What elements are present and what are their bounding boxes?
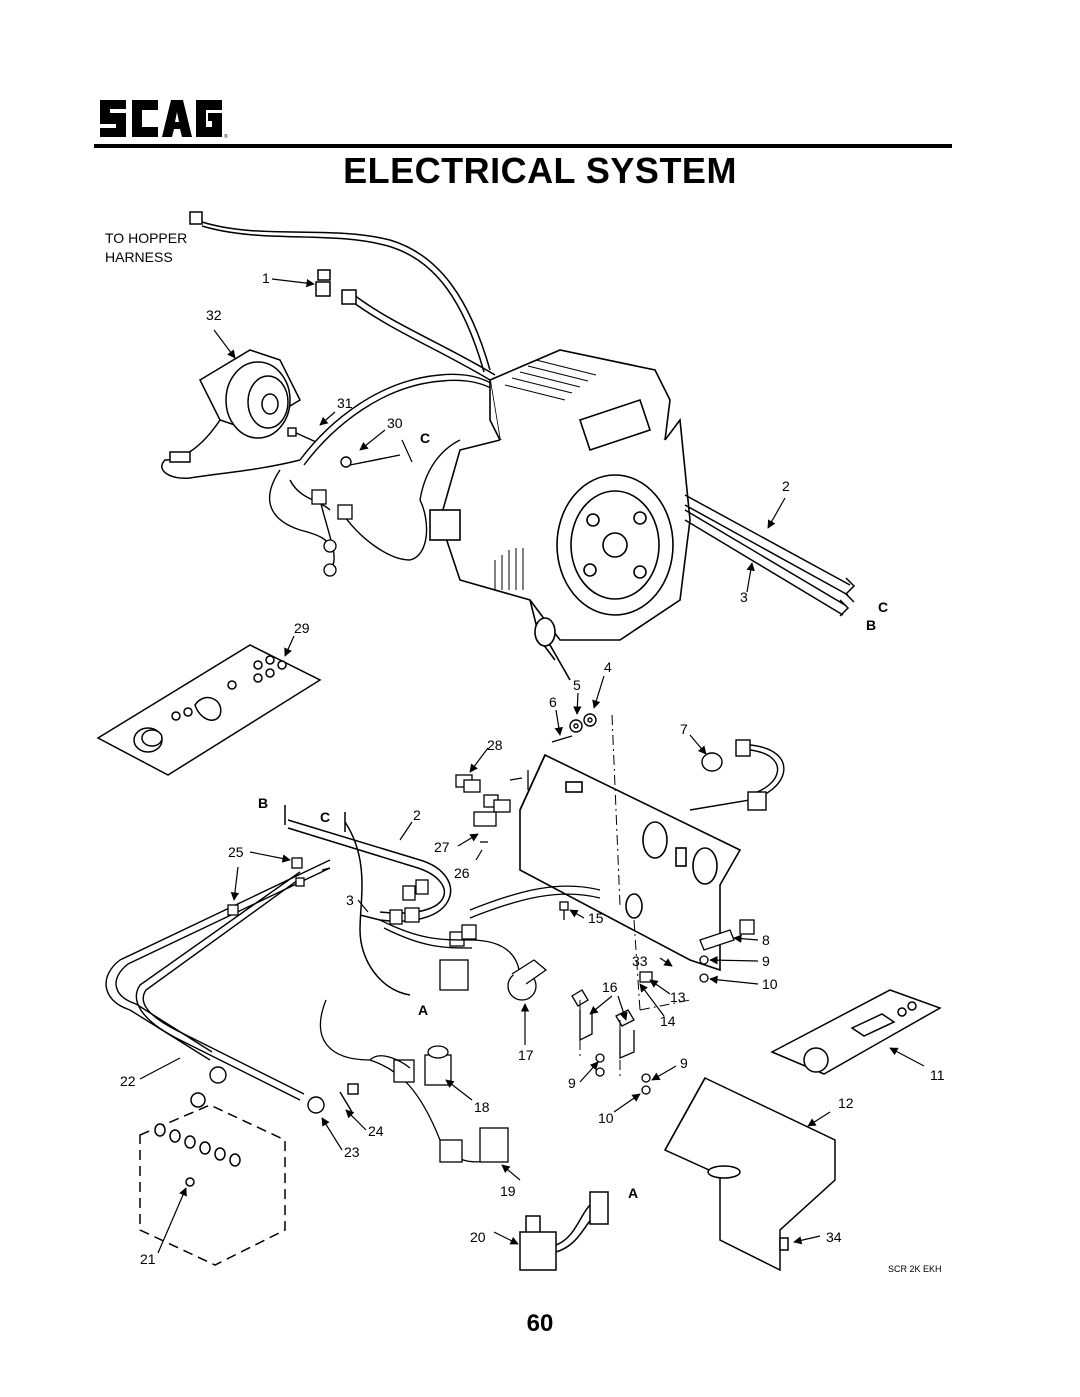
connector-cluster xyxy=(389,879,477,991)
callout: 34 xyxy=(826,1229,842,1245)
frame-rails-right xyxy=(684,494,856,617)
callout: 30 xyxy=(387,415,403,431)
callout: 29 xyxy=(294,620,310,636)
hopper-label-1: TO HOPPER xyxy=(105,230,187,246)
part-11-panel xyxy=(770,989,942,1075)
callout: 16 xyxy=(602,979,618,995)
callout: 24 xyxy=(368,1123,384,1139)
callout: A xyxy=(628,1185,638,1201)
part-25-clamps xyxy=(227,857,305,916)
callout: 1 xyxy=(262,270,270,286)
part-32-pto-clutch xyxy=(161,349,301,479)
callout: 10 xyxy=(598,1110,614,1126)
part-17-key-switch xyxy=(507,959,653,1001)
drawing-code: SCR 2K EKH xyxy=(888,1264,942,1274)
callout: 9 xyxy=(568,1075,576,1091)
callout: 14 xyxy=(660,1013,676,1029)
part-30-cable xyxy=(340,454,401,468)
callout: 9 xyxy=(762,953,770,969)
battery-cables xyxy=(105,859,331,1114)
part-24-bolt xyxy=(339,1083,359,1113)
part-15-screw xyxy=(559,901,569,920)
part-20-module xyxy=(519,1191,609,1271)
main-wire-harness xyxy=(269,373,503,571)
page-title: ELECTRICAL SYSTEM xyxy=(343,150,737,191)
dash-panel xyxy=(519,753,742,972)
callout: 20 xyxy=(470,1229,486,1245)
callout: 4 xyxy=(604,659,612,675)
callout: 3 xyxy=(346,892,354,908)
callout: 9 xyxy=(680,1055,688,1071)
callout: 8 xyxy=(762,932,770,948)
callout: 6 xyxy=(549,694,557,710)
cluster-wires xyxy=(319,885,601,1163)
part-1-connector xyxy=(315,269,331,297)
callout: B xyxy=(258,795,268,811)
callout: C xyxy=(420,430,430,446)
part-18-relay xyxy=(369,1045,452,1086)
callout: 17 xyxy=(518,1047,534,1063)
callout: 15 xyxy=(588,910,604,926)
callout: B xyxy=(866,617,876,633)
part-7-switch xyxy=(689,739,785,811)
engine xyxy=(429,349,691,681)
callout: 22 xyxy=(120,1073,136,1089)
callout: 18 xyxy=(474,1099,490,1115)
callout: 27 xyxy=(434,839,450,855)
callout: 23 xyxy=(344,1144,360,1160)
callout: 28 xyxy=(487,737,503,753)
parts-4-5-6-hardware xyxy=(551,713,597,743)
hopper-harness xyxy=(189,211,496,381)
callout: 12 xyxy=(838,1095,854,1111)
callout: 13 xyxy=(670,989,686,1005)
part-19-switch xyxy=(439,1127,509,1163)
scag-logo: ® xyxy=(100,100,228,140)
part-12-shield xyxy=(663,1077,836,1272)
callout: C xyxy=(320,809,330,825)
frame-rails-left xyxy=(284,805,452,996)
callout: 2 xyxy=(782,478,790,494)
hopper-label-2: HARNESS xyxy=(105,249,173,265)
callout: 5 xyxy=(573,677,581,693)
part-29-panel xyxy=(96,644,322,776)
battery xyxy=(139,1092,286,1266)
part-27-clip xyxy=(473,811,497,843)
callout: 10 xyxy=(762,976,778,992)
part-16-levers xyxy=(571,989,635,1059)
engine-fins xyxy=(494,359,597,590)
callout: 7 xyxy=(680,721,688,737)
callout: 33 xyxy=(632,953,648,969)
guide-lines xyxy=(579,714,691,1080)
page-number: 60 xyxy=(526,1310,554,1337)
callout: 21 xyxy=(140,1251,156,1267)
header-rule xyxy=(94,144,952,148)
callout: 3 xyxy=(740,589,748,605)
callout: 31 xyxy=(337,395,353,411)
lower-hardware xyxy=(595,1053,651,1095)
callout: C xyxy=(878,599,888,615)
callout: 2 xyxy=(413,807,421,823)
callout: 11 xyxy=(930,1067,945,1083)
callout: A xyxy=(418,1002,428,1018)
callout: 26 xyxy=(454,865,470,881)
callout: 32 xyxy=(206,307,222,323)
callout: 19 xyxy=(500,1183,516,1199)
svg-text:®: ® xyxy=(224,133,228,140)
part-31-bolt xyxy=(287,427,317,443)
callout: 25 xyxy=(228,844,244,860)
part-28-clips xyxy=(455,770,529,813)
harness-connectors xyxy=(311,489,353,577)
